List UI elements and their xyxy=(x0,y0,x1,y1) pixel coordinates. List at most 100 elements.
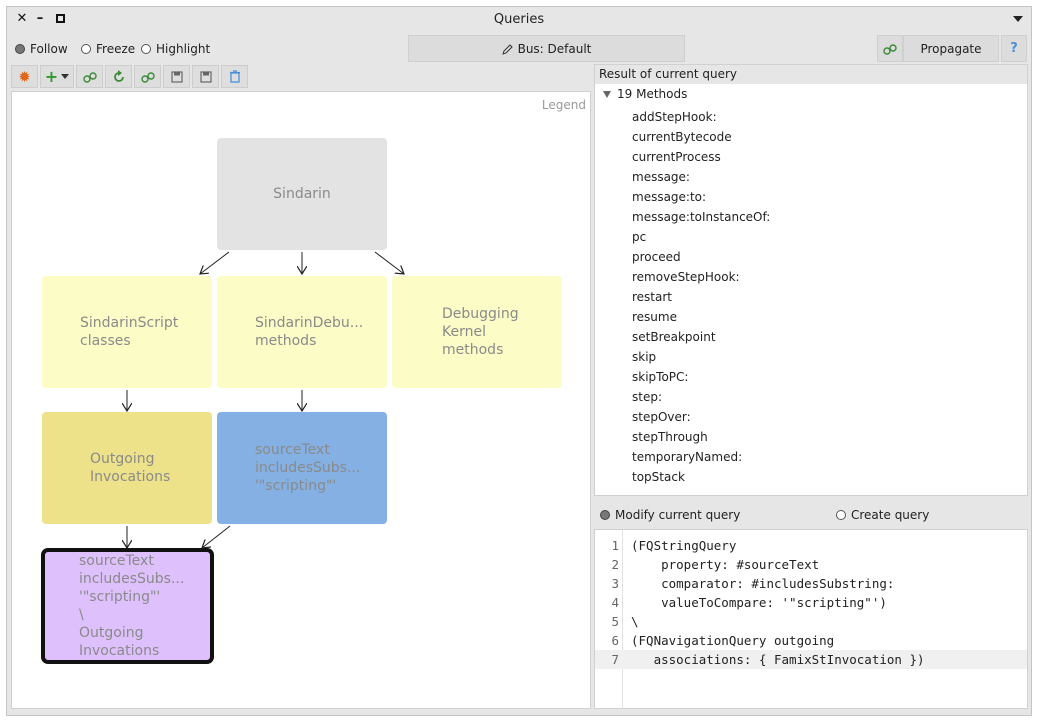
list-item[interactable]: resume xyxy=(632,310,677,324)
plus-icon: + xyxy=(44,67,59,86)
propagate-button[interactable]: Propagate xyxy=(903,35,999,62)
toolbar-add-button[interactable]: + xyxy=(40,65,74,88)
node-debugging-kernel-methods[interactable]: Debugging Kernel methods xyxy=(392,276,562,388)
node-sindarin[interactable]: Sindarin xyxy=(217,138,387,250)
line-number: 5 xyxy=(611,614,619,629)
code-line: 4 valueToCompare: '"scripting"') xyxy=(595,593,1027,612)
line-number: 1 xyxy=(611,538,619,553)
line-number: 2 xyxy=(611,557,619,572)
radio-selected-icon xyxy=(600,510,610,520)
list-item[interactable]: step: xyxy=(632,390,662,404)
node-outgoing-invocations[interactable]: Outgoing Invocations xyxy=(42,412,212,524)
list-item[interactable]: message:toInstanceOf: xyxy=(632,210,771,224)
list-item[interactable]: message:to: xyxy=(632,190,707,204)
toolbar-browse-button[interactable] xyxy=(76,65,103,88)
modify-query-label: Modify current query xyxy=(615,508,741,522)
result-panel: Result of current query 19 Methods addSt… xyxy=(594,64,1028,496)
node-sindarin-debugger-methods[interactable]: SindarinDebu... methods xyxy=(217,276,387,388)
glasses-icon xyxy=(140,71,155,83)
canvas-toolbar: ✹ + xyxy=(11,65,248,89)
list-item[interactable]: stepOver: xyxy=(632,410,691,424)
glasses-icon xyxy=(82,71,97,83)
title-bar: ✕ – Queries xyxy=(7,7,1031,33)
list-item[interactable]: currentBytecode xyxy=(632,130,732,144)
result-count: 19 Methods xyxy=(617,87,688,101)
list-item[interactable]: skip xyxy=(632,350,657,364)
modify-query-radio[interactable]: Modify current query xyxy=(600,508,740,522)
list-item[interactable]: topStack xyxy=(632,470,685,484)
result-header: Result of current query xyxy=(595,65,1027,84)
refresh-icon xyxy=(113,69,124,82)
line-number-gutter xyxy=(595,530,623,708)
code-text: (FQNavigationQuery outgoing xyxy=(631,633,835,648)
toolbar-save-as-button[interactable] xyxy=(192,65,219,88)
code-line: 6 (FQNavigationQuery outgoing xyxy=(595,631,1027,650)
follow-radio[interactable]: Follow xyxy=(15,42,68,56)
list-item[interactable]: currentProcess xyxy=(632,150,721,164)
propagate-icon-button[interactable] xyxy=(877,35,903,62)
query-mode-bar: Modify current query Create query xyxy=(594,504,1028,526)
window-menu-icon[interactable] xyxy=(1013,16,1023,22)
list-item[interactable]: removeStepHook: xyxy=(632,270,740,284)
queries-window: ✕ – Queries Follow Freeze Highlight Bus:… xyxy=(6,6,1032,716)
list-item[interactable]: pc xyxy=(632,230,647,244)
follow-label: Follow xyxy=(30,42,68,56)
toolbar-refresh-button[interactable] xyxy=(105,65,132,88)
node-label: SindarinDebu... methods xyxy=(255,315,364,349)
node-sindarin-script-classes[interactable]: SindarinScript classes xyxy=(42,276,212,388)
edge-sindarin-script xyxy=(200,251,230,274)
maximize-window-icon[interactable] xyxy=(53,12,67,26)
bus-button[interactable]: Bus: Default xyxy=(408,35,685,62)
radio-unselected-icon xyxy=(836,510,846,520)
toolbar-save-button[interactable] xyxy=(163,65,190,88)
code-text: (FQStringQuery xyxy=(631,538,737,553)
list-item[interactable]: stepThrough xyxy=(632,430,708,444)
edge-sindarin-kernel xyxy=(374,251,404,274)
code-text: \ xyxy=(631,614,639,629)
toolbar-inspect-button[interactable] xyxy=(134,65,161,88)
radio-selected-icon xyxy=(15,44,25,54)
code-line: 1 (FQStringQuery xyxy=(595,536,1027,555)
close-window-icon[interactable]: ✕ xyxy=(16,11,28,26)
code-text: associations: { FamixStInvocation }) xyxy=(631,652,925,667)
expand-triangle-icon[interactable] xyxy=(603,90,611,98)
result-tree-root[interactable]: 19 Methods xyxy=(603,87,687,101)
highlight-radio[interactable]: Highlight xyxy=(141,42,210,56)
minimize-window-icon[interactable]: – xyxy=(36,11,44,26)
list-item[interactable]: skipToPC: xyxy=(632,370,689,384)
list-item[interactable]: proceed xyxy=(632,250,681,264)
top-row: Follow Freeze Highlight Bus: Default Pro… xyxy=(7,35,1031,63)
graph-edges xyxy=(12,251,591,709)
toolbar-delete-button[interactable] xyxy=(221,65,248,88)
list-item[interactable]: temporaryNamed: xyxy=(632,450,743,464)
line-number: 7 xyxy=(611,652,619,667)
node-label: Outgoing Invocations xyxy=(90,451,171,485)
radio-unselected-icon xyxy=(81,44,91,54)
glasses-icon xyxy=(883,43,897,55)
list-item[interactable]: setBreakpoint xyxy=(632,330,716,344)
node-combined-selected[interactable]: sourceText includesSubs... '"scripting"'… xyxy=(41,548,214,664)
node-sourcetext-includes[interactable]: sourceText includesSubs... '"scripting"' xyxy=(217,412,387,524)
freeze-radio[interactable]: Freeze xyxy=(81,42,135,56)
code-line: 5 \ xyxy=(595,612,1027,631)
freeze-label: Freeze xyxy=(96,42,136,56)
list-item[interactable]: message: xyxy=(632,170,690,184)
pencil-icon xyxy=(501,43,513,55)
node-label: Sindarin xyxy=(273,186,331,202)
bus-label: Bus: Default xyxy=(517,41,592,56)
current-code-line: 7 associations: { FamixStInvocation }) xyxy=(595,650,1027,669)
list-item[interactable]: addStepHook: xyxy=(632,110,717,124)
create-query-radio[interactable]: Create query xyxy=(836,508,929,522)
dropdown-arrow-icon xyxy=(61,74,70,79)
burst-icon: ✹ xyxy=(18,67,31,86)
legend-link[interactable]: Legend xyxy=(541,98,586,112)
toolbar-star-button[interactable]: ✹ xyxy=(11,65,38,88)
line-number: 6 xyxy=(611,633,619,648)
query-graph-canvas[interactable]: Legend Sindarin SindarinScript classes S… xyxy=(11,91,591,709)
node-label: Debugging Kernel methods xyxy=(442,306,519,358)
query-code-editor[interactable]: 1 (FQStringQuery 2 property: #sourceText… xyxy=(594,529,1028,709)
list-item[interactable]: restart xyxy=(632,290,673,304)
node-label: SindarinScript classes xyxy=(80,315,179,349)
help-button[interactable]: ? xyxy=(1001,35,1027,62)
save-icon xyxy=(170,70,183,83)
